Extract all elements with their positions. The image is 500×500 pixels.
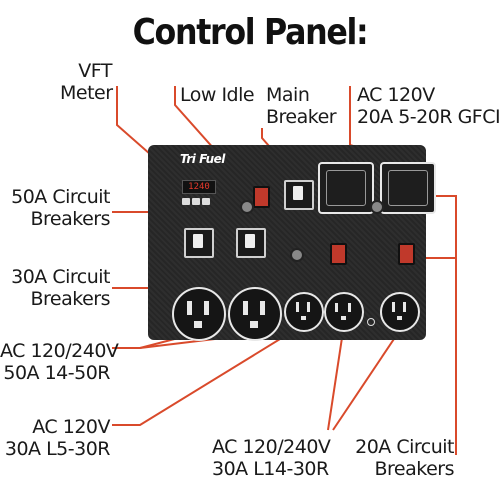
outlet-14-50r-2[interactable] [228,287,282,341]
meter-button-3[interactable] [202,198,210,205]
outlet-l5-30r-2[interactable] [380,292,420,332]
gfci-outlet-2[interactable] [380,162,436,214]
vft-meter-display: 1240 [182,180,216,194]
low-idle-switch[interactable] [253,186,270,208]
choke-knob[interactable] [240,200,254,214]
leader-l5-30r [112,327,299,426]
30a-breaker-button[interactable] [290,248,304,262]
outlet-14-50r-1[interactable] [172,287,226,341]
page-title: Control Panel: [132,12,369,53]
meter-button-2[interactable] [192,198,200,205]
50a-breaker-1[interactable] [184,228,214,258]
20a-breaker-2[interactable] [398,243,415,265]
brand-logo: Tri Fuel [180,152,225,166]
ground-terminal-icon [367,318,375,326]
gfci-reset-knob[interactable] [370,200,384,214]
outlet-l5-30r[interactable] [284,292,324,332]
outlet-l14-30r[interactable] [324,292,364,332]
gfci-outlet-1[interactable] [318,162,374,214]
main-breaker[interactable] [284,180,314,210]
20a-breaker-1[interactable] [330,243,347,265]
leader-l14-30r-2 [332,329,401,431]
callout-low-idle: Low Idle [180,84,255,106]
50a-breaker-2[interactable] [236,228,266,258]
meter-button-1[interactable] [182,198,190,205]
